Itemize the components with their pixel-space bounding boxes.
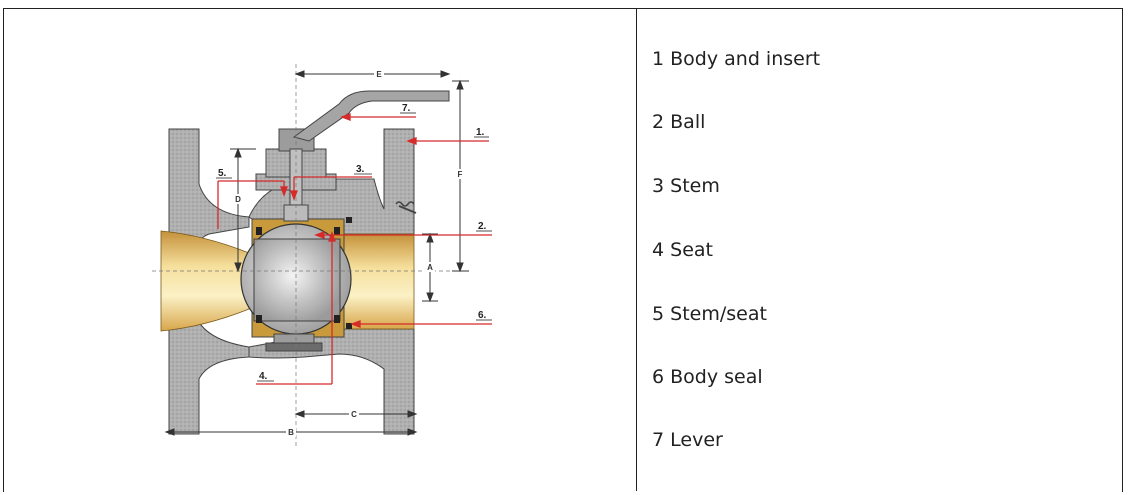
legend-label: Stem [670, 175, 720, 197]
legend-label: Stem/seat [670, 303, 767, 325]
column-divider [636, 8, 637, 491]
dim-label-d: D [235, 195, 241, 204]
callout-3: 3. [356, 164, 365, 175]
leader-lines [217, 113, 492, 385]
ball-valve-diagram: E F A D B C [4, 9, 635, 491]
bore-left [160, 230, 250, 332]
legend-item-ball: 2 Ball [652, 111, 705, 133]
legend-number: 1 [652, 48, 665, 70]
legend-item-stem: 3 Stem [652, 175, 720, 197]
legend-number: 6 [652, 366, 665, 388]
callout-2: 2. [478, 221, 487, 232]
legend-label: Ball [670, 111, 706, 133]
legend-label: Lever [670, 429, 723, 451]
callout-1: 1. [476, 127, 485, 138]
legend-number: 4 [652, 239, 665, 261]
dim-label-e: E [376, 70, 382, 79]
dim-label-b: B [288, 428, 294, 437]
bore-right [343, 233, 415, 330]
dim-label-c: C [351, 410, 357, 419]
legend-label: Body seal [670, 366, 763, 388]
dim-label-a: A [427, 263, 433, 272]
legend-number: 2 [652, 111, 665, 133]
parts-legend: 1 Body and insert 2 Ball 3 Stem 4 Seat 5… [652, 9, 1112, 491]
lever [292, 90, 450, 142]
dimension-labels: E F A D B C [233, 69, 465, 437]
valve-cross-section: E F A D B C [152, 64, 492, 449]
callout-6: 6. [478, 310, 487, 321]
table-frame [3, 8, 1123, 492]
legend-number: 5 [652, 303, 665, 325]
callout-5: 5. [218, 168, 227, 179]
callout-4: 4. [259, 371, 268, 382]
legend-item-lever: 7 Lever [652, 429, 723, 451]
dim-label-f: F [458, 170, 463, 179]
legend-label: Body and insert [670, 48, 821, 70]
legend-number: 3 [652, 175, 665, 197]
callout-labels: 1. 2. 3. 4. 5. 6. 7. [216, 103, 492, 382]
legend-label: Seat [670, 239, 713, 261]
legend-item-seat: 4 Seat [652, 239, 713, 261]
legend-item-stem-seat: 5 Stem/seat [652, 303, 767, 325]
legend-item-body-seal: 6 Body seal [652, 366, 763, 388]
callout-7: 7. [402, 103, 411, 114]
legend-number: 7 [652, 429, 665, 451]
legend-item-body-and-insert: 1 Body and insert [652, 48, 820, 70]
